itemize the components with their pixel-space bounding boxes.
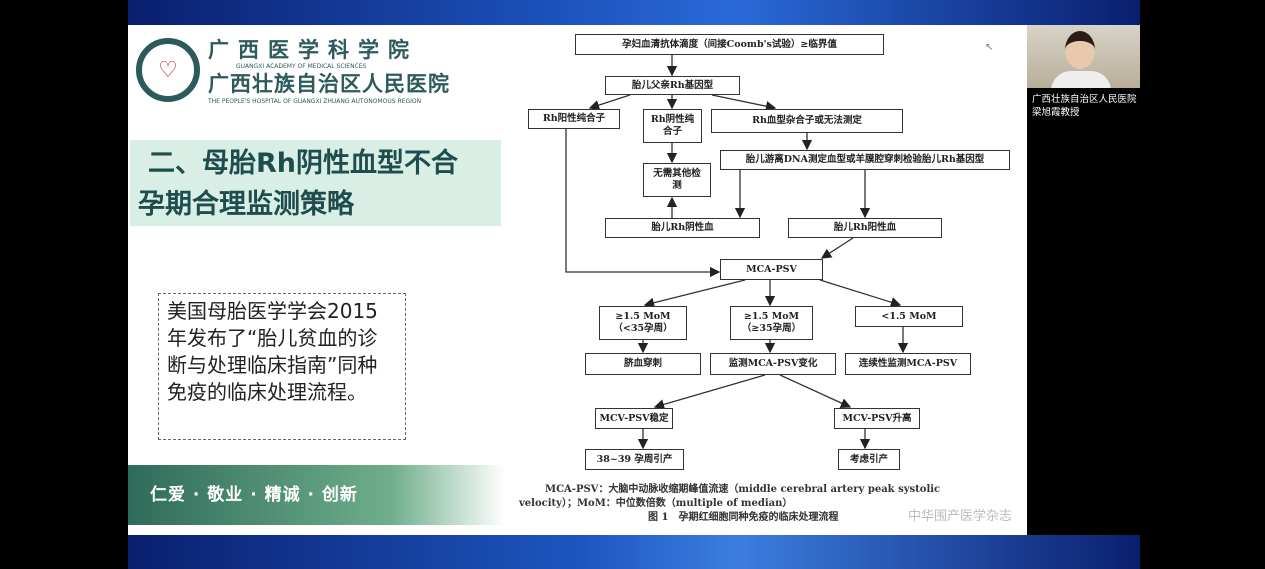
top-banner bbox=[128, 0, 1140, 25]
flow-box-rise: MCV-PSV升高 bbox=[834, 408, 920, 429]
hospital-logo: ♡ bbox=[136, 38, 200, 102]
note-box: 美国母胎医学学会2015年发布了“胎儿贫血的诊断与处理临床指南”同种免疫的临床处… bbox=[158, 293, 406, 440]
flow-box-rh-positive-homozygous: Rh阳性纯合子 bbox=[528, 109, 620, 129]
flow-box-ge15-ge35: ≥1.5 MoM（≥35孕周） bbox=[730, 306, 813, 340]
org-name-cn: 广西医学科学院 bbox=[208, 37, 418, 62]
speaker-video bbox=[1027, 25, 1140, 88]
slide-title-line1: 二、母胎Rh阴性血型不合 bbox=[148, 148, 459, 179]
flow-box-stable: MCV-PSV稳定 bbox=[595, 408, 673, 429]
flow-box-antibody-titer: 孕妇血清抗体滴度（间接Coomb's试验）≥临界值 bbox=[575, 34, 884, 55]
slide-title-line2: 孕期合理监测策略 bbox=[138, 189, 354, 220]
flow-box-continuous-monitor: 连续性监测MCA-PSV bbox=[845, 353, 971, 375]
org-name-en: GUANGXI ACADEMY OF MEDICAL SCIENCES bbox=[236, 63, 367, 70]
motto-bar: 仁爱 · 敬业 · 精诚 · 创新 bbox=[128, 465, 505, 525]
flow-box-monitor-mca: 监测MCA-PSV变化 bbox=[710, 353, 836, 375]
speaker-body bbox=[1051, 71, 1111, 88]
flow-box-induce-38-39: 38~39 孕周引产 bbox=[585, 449, 684, 470]
figure-caption: 图 1 孕期红细胞同种免疫的临床处理流程 bbox=[648, 512, 839, 523]
bottom-banner bbox=[128, 535, 1140, 569]
hospital-name-en: THE PEOPLE'S HOSPITAL OF GUANGXI ZHUANG … bbox=[208, 98, 422, 105]
caption-line2: velocity）；MoM：中位数倍数（multiple of median） bbox=[519, 498, 793, 509]
flow-box-fetal-rh-negative: 胎儿Rh阴性血 bbox=[605, 218, 760, 238]
caption-line1: MCA-PSV：大脑中动脉收缩期峰值流速（middle cerebral art… bbox=[545, 484, 941, 495]
flow-box-consider-induction: 考虑引产 bbox=[838, 449, 900, 470]
flow-box-cord-puncture: 脐血穿刺 bbox=[585, 353, 701, 375]
flow-box-no-other-test: 无需其他检测 bbox=[643, 163, 711, 197]
journal-watermark: 中华围产医学杂志 bbox=[908, 509, 1013, 524]
speaker-face bbox=[1065, 31, 1095, 69]
hospital-name-cn: 广西壮族自治区人民医院 bbox=[208, 71, 450, 96]
speaker-label: 广西壮族自治区人民医院梁旭霞教授 bbox=[1032, 93, 1137, 119]
title-background bbox=[130, 140, 501, 226]
flow-box-dna-test: 胎儿游离DNA测定血型或羊膜腔穿刺检验胎儿Rh基因型 bbox=[720, 150, 1010, 170]
flow-box-ge15-lt35: ≥1.5 MoM（<35孕周） bbox=[599, 306, 687, 340]
flow-box-mca-psv: MCA-PSV bbox=[720, 259, 823, 280]
mouse-cursor-icon: ↖ bbox=[985, 42, 994, 53]
flow-box-lt15: <1.5 MoM bbox=[855, 306, 963, 327]
flow-box-fetal-rh-positive: 胎儿Rh阳性血 bbox=[788, 218, 942, 238]
flow-box-father-genotype: 胎儿父亲Rh基因型 bbox=[605, 76, 740, 95]
speaker-affiliation: 广西壮族自治区人民医院 bbox=[1032, 94, 1137, 105]
flow-box-heterozygous: Rh血型杂合子或无法测定 bbox=[711, 109, 903, 133]
flow-box-rh-negative-homozygous: Rh阴性纯合子 bbox=[643, 109, 702, 143]
speaker-name: 梁旭霞教授 bbox=[1032, 107, 1080, 118]
